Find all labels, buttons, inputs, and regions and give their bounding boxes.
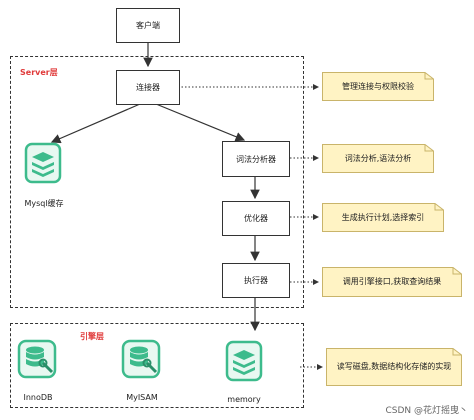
watermark: CSDN @花灯摇曳丶: [385, 406, 468, 416]
myisam-database-wrench-icon: [120, 338, 164, 382]
note-connector: 管理连接与权限校验: [322, 72, 434, 101]
cache-label: Mysql缓存: [24, 199, 64, 208]
innodb-label: InnoDB: [23, 393, 53, 402]
note-analyzer: 词法分析,语法分析: [322, 144, 434, 173]
executor-node: 执行器: [222, 263, 290, 298]
myisam-label: MyISAM: [126, 393, 158, 402]
cache-stack-icon: [23, 142, 63, 186]
edge-connector-analyzer: [155, 103, 246, 142]
memory-stack-icon: [224, 340, 264, 384]
engine-layer-region: [10, 323, 304, 408]
client-node: 客户端: [116, 8, 180, 43]
server-layer-region: [10, 56, 304, 308]
analyzer-node: 词法分析器: [222, 141, 290, 177]
engine-layer-label: 引擎层: [80, 332, 104, 341]
server-layer-label: Server层: [20, 68, 58, 77]
note-optimizer: 生成执行计划,选择索引: [322, 203, 444, 232]
connector-node: 连接器: [116, 70, 180, 105]
memory-label: memory: [227, 395, 261, 404]
edge-connector-cache: [50, 103, 141, 144]
note-engine: 读写磁盘,数据结构化存储的实现: [326, 348, 462, 386]
innodb-database-wrench-icon: [16, 338, 60, 382]
optimizer-node: 优化器: [222, 201, 290, 236]
note-executor: 调用引擎接口,获取查询结果: [322, 267, 462, 297]
